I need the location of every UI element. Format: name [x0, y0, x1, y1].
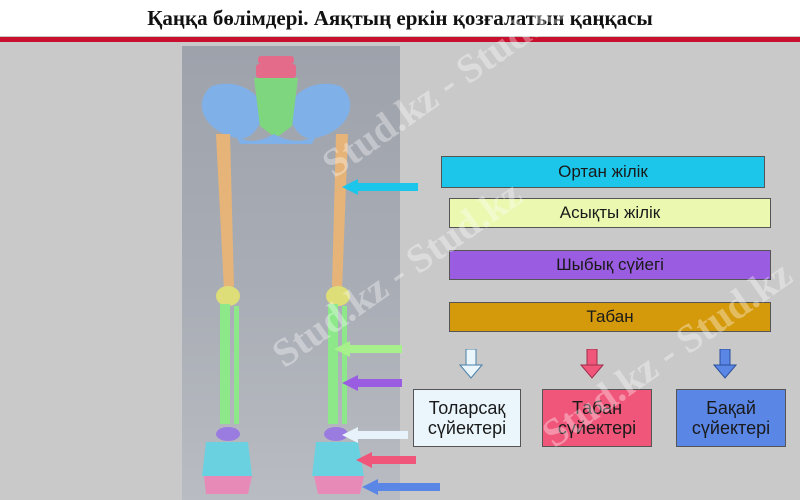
blue-arrow-icon: [362, 479, 440, 495]
down-arrow-icon: [459, 349, 483, 379]
white-arrow-icon: [342, 427, 408, 443]
down-arrow-icon: [713, 349, 737, 379]
tarsal-bones-line1: Толарсақ: [428, 398, 506, 418]
green-arrow-icon: [334, 341, 402, 357]
title-divider: [0, 37, 800, 42]
metatarsal-bones-line1: Табан: [571, 398, 623, 418]
purple-arrow-icon: [342, 375, 402, 391]
femur-label: Ортан жілік: [441, 156, 765, 188]
phalanges-line1: Бақай: [706, 398, 756, 418]
foot-label: Табан: [449, 302, 771, 332]
tarsal-bones-line2: сүйектері: [427, 418, 507, 438]
leg-skeleton-illustration: [201, 56, 364, 494]
phalanges-line2: сүйектері: [691, 418, 771, 438]
tarsal-bones-box: Толарсақ сүйектері: [413, 389, 521, 447]
fibula-label: Шыбық сүйегі: [449, 250, 771, 280]
page-title: Қаңқа бөлімдері. Аяқтың еркін қозғалатын…: [0, 0, 800, 36]
metatarsal-bones-line2: сүйектері: [557, 418, 637, 438]
pink-arrow-icon: [356, 452, 416, 468]
tibia-label: Асықты жілік: [449, 198, 771, 228]
down-arrow-icon: [580, 349, 604, 379]
metatarsal-bones-box: Табан сүйектері: [542, 389, 652, 447]
cyan-arrow-icon: [342, 179, 418, 195]
phalanges-box: Бақай сүйектері: [676, 389, 786, 447]
